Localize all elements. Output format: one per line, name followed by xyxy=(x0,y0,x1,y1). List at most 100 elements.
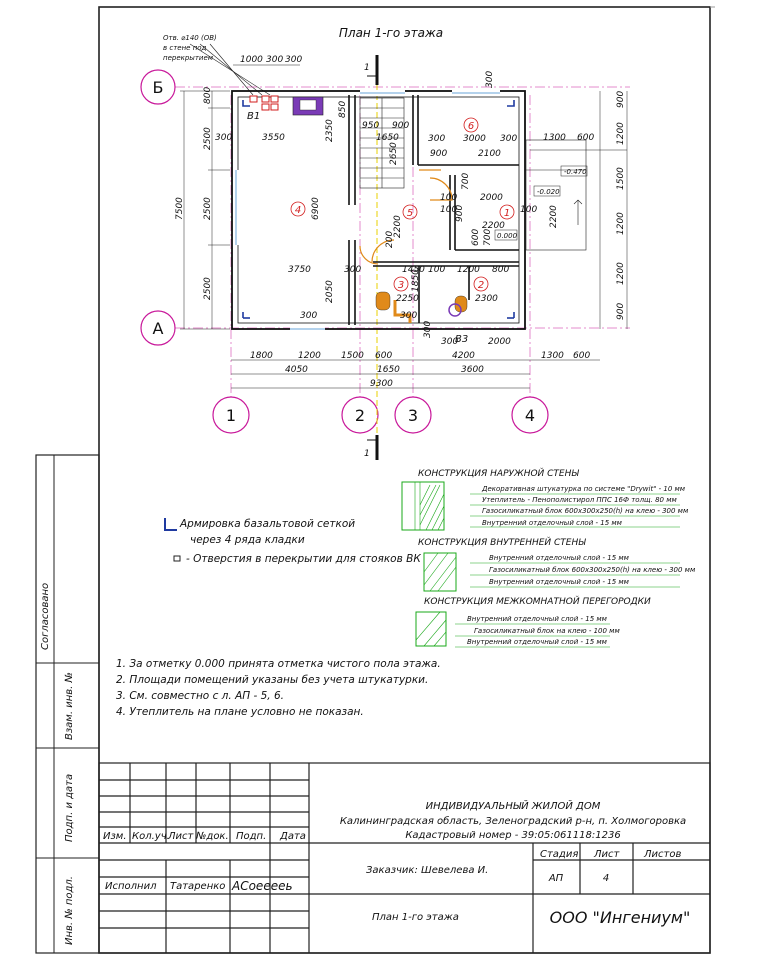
dim-b1-2000: 2000 xyxy=(488,337,511,347)
dim-i-950: 950 xyxy=(362,121,379,131)
dim-i-200: 200 xyxy=(385,231,395,248)
dim-r-900a: 900 xyxy=(616,91,626,108)
dim-total: 9300 xyxy=(370,379,393,389)
dim-i-3750: 3750 xyxy=(288,265,311,275)
dim-b2-3600: 3600 xyxy=(461,365,484,375)
axis-col-2: 2 xyxy=(355,406,365,425)
bottom-dim-lines xyxy=(231,359,600,389)
opening-note-2: в стене под xyxy=(163,44,207,52)
dim-i-1850: 1850 xyxy=(411,269,421,292)
stamp-col-podp: Подп. xyxy=(236,831,266,842)
opening-legend-icon xyxy=(173,555,181,562)
note-2: 2. Площади помещений указаны без учета ш… xyxy=(116,674,428,686)
stamp-drawing-name: План 1-го этажа xyxy=(372,912,459,923)
room-1: 1 xyxy=(504,208,510,219)
partition-hatch xyxy=(415,611,447,647)
opening-note-1: Отв. ⌀140 (ОВ) xyxy=(163,34,217,42)
stamp-sheet: 4 xyxy=(603,873,609,884)
room-4: 4 xyxy=(295,205,301,216)
dim-b2-1650: 1650 xyxy=(377,365,400,375)
dim-rh-600: 600 xyxy=(577,133,594,143)
dim-i-300c: 300 xyxy=(428,134,445,144)
legend-openings: - Отверстия в перекрытии для стояков ВК xyxy=(186,553,421,565)
dim-r-900b: 900 xyxy=(616,303,626,320)
stamp-col-ndok: №док. xyxy=(195,831,229,842)
side-stamp-replace: Взам. инв. № xyxy=(64,672,75,740)
dim-i-100b: 100 xyxy=(440,193,457,203)
stamp-customer: Заказчик: Шевелева И. xyxy=(366,865,488,876)
dim-i-300h: 300 xyxy=(400,311,417,321)
stamp-stage: АП xyxy=(548,873,564,884)
partition-layer-2: Газосиликатный блок на клею - 100 мм xyxy=(474,627,620,635)
dim-b1-4200: 4200 xyxy=(452,351,475,361)
outer-wall-layer-3: Газосиликатный блок 600х300х250(h) на кл… xyxy=(482,507,689,515)
dim-rh-1300: 1300 xyxy=(543,133,566,143)
mesh-reinforcement xyxy=(242,100,515,319)
dim-b1-600: 600 xyxy=(375,351,392,361)
dim-i-2250: 2250 xyxy=(396,294,419,304)
dim-i-800: 800 xyxy=(492,265,509,275)
dim-r-1200a: 1200 xyxy=(616,122,626,145)
stamp-cadastre: Кадастровый номер - 39:05:061118:1236 xyxy=(405,830,620,841)
legend-mesh-2: через 4 ряда кладки xyxy=(190,534,305,546)
riser-b1: В1 xyxy=(247,111,260,122)
stamp-col-kolych: Кол.уч. xyxy=(132,831,170,842)
stamp-col-list: Лист xyxy=(167,831,195,842)
side-stamp-agreed: Согласовано xyxy=(40,583,51,650)
dim-top-300b: 300 xyxy=(285,55,302,65)
inner-wall-title: КОНСТРУКЦИЯ ВНУТРЕННЕЙ СТЕНЫ xyxy=(418,536,586,548)
inner-wall-layer-2: Газосиликатный блок 600х300х250(h) на кл… xyxy=(489,566,696,574)
dim-i-300e: 300 xyxy=(423,321,433,338)
level-020: -0.020 xyxy=(537,188,560,196)
stamp-project: ИНДИВИДУАЛЬНЫЙ ЖИЛОЙ ДОМ xyxy=(426,799,601,812)
dim-b1-1500: 1500 xyxy=(341,351,364,361)
dim-top-1000: 1000 xyxy=(240,55,263,65)
dim-i-1200: 1200 xyxy=(457,265,480,275)
inner-wall-hatch xyxy=(423,552,457,592)
toilet-3 xyxy=(375,291,391,311)
dim-r-1200c: 1200 xyxy=(616,262,626,285)
outer-wall-layer-1: Декоративная штукатурка по системе "Dryw… xyxy=(481,485,686,493)
room-markers xyxy=(290,117,515,292)
porch xyxy=(525,139,587,251)
outer-wall-layer-4: Внутренний отделочный слой - 15 мм xyxy=(482,519,623,527)
stamp-stage-label: Стадия xyxy=(540,849,578,860)
side-stamp-inv: Инв. № подл. xyxy=(64,876,75,945)
dim-i-850: 850 xyxy=(338,101,348,118)
outer-wall-title: КОНСТРУКЦИЯ НАРУЖНОЙ СТЕНЫ xyxy=(418,467,579,479)
dim-rh-2200: 2200 xyxy=(549,205,559,228)
side-stamp-frame xyxy=(35,454,100,954)
dim-i-2200: 2200 xyxy=(482,221,505,231)
dim-i-2200b: 2200 xyxy=(393,215,403,238)
dim-i-2000: 2000 xyxy=(480,193,503,203)
dim-i-100d: 100 xyxy=(520,205,537,215)
dim-i-2350: 2350 xyxy=(325,119,335,142)
dim-left-7500: 7500 xyxy=(175,197,185,220)
dim-i-300b: 300 xyxy=(344,265,361,275)
note-4: 4. Утеплитель на плане условно не показа… xyxy=(116,706,364,718)
side-stamp-sign-date: Подп. и дата xyxy=(64,774,75,842)
stamp-col-date: Дата xyxy=(279,831,306,842)
dim-r-1500: 1500 xyxy=(616,167,626,190)
level-zero: 0.000 xyxy=(497,232,518,240)
dim-b1-1200: 1200 xyxy=(298,351,321,361)
dim-i-300d: 300 xyxy=(500,134,517,144)
outer-wall-layer-2: Утеплитель - Пенополистирол ППС 16Ф толщ… xyxy=(482,496,678,504)
dim-i-3550: 3550 xyxy=(262,133,285,143)
right-dim-lines xyxy=(530,91,628,329)
dim-i-1450: 1450 xyxy=(402,265,425,275)
stamp-col-izm: Изм. xyxy=(103,831,127,842)
dim-i-900c: 900 xyxy=(455,205,465,222)
note-3: 3. См. совместно с л. АП - 5, 6. xyxy=(116,690,284,702)
dim-i-700: 700 xyxy=(461,173,471,190)
dim-i-2300: 2300 xyxy=(475,294,498,304)
dim-left-2500b: 2500 xyxy=(203,197,213,220)
axis-row-a-label: А xyxy=(153,319,164,338)
boiler xyxy=(448,303,462,317)
room-3: 3 xyxy=(398,280,404,291)
riser-b3: В3 xyxy=(455,334,468,345)
axis-row-b-label: Б xyxy=(153,78,164,97)
room-5: 5 xyxy=(407,208,413,219)
stamp-signature: АСоееееь xyxy=(231,879,293,893)
